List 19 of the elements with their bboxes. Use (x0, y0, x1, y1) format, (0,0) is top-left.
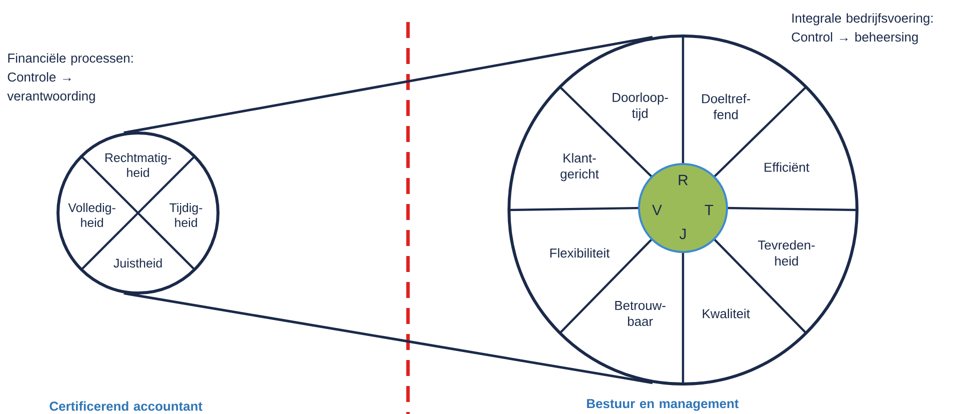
segment-label: Betrouw- baar (615, 301, 666, 326)
segment-label: Rechtmatig- heid (105, 152, 171, 178)
belt-line (124, 292, 653, 384)
annotation: Integrale bedrijfsvoering: Control → beheersing (792, 13, 933, 44)
belt-line (124, 36, 653, 134)
segment-label: Kwaliteit (702, 308, 750, 318)
segment-label: Flexibiliteit (550, 248, 610, 258)
segment-label: Doeltref- fend (702, 94, 750, 120)
segment-label: Tevreden- heid (758, 240, 815, 266)
segment-label: Doorloop- tijd (612, 92, 668, 120)
segment-label: Tijdig- heid (170, 202, 202, 228)
segment-label: Volledig- heid (68, 202, 116, 228)
small-wheel-drawing (56, 132, 220, 294)
annotation: Financiële processen: Controle → verantwoording (7, 53, 133, 104)
annotation: Bestuur en management (587, 399, 739, 411)
annotation: Certificerend accountant (50, 401, 202, 411)
segment-label: Klant- gericht (560, 153, 599, 182)
segment-label: Efficiënt (764, 162, 810, 172)
segment-label: Juistheid (114, 258, 162, 268)
